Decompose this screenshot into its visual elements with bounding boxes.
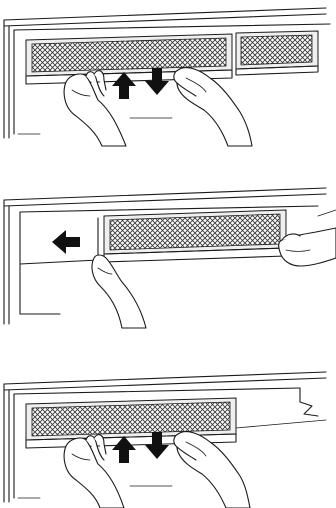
grease-filter-right bbox=[236, 31, 318, 75]
grease-filter bbox=[104, 210, 286, 262]
panel-step-1 bbox=[0, 0, 336, 150]
arrow-up-icon bbox=[112, 436, 136, 463]
arrow-left-icon bbox=[52, 230, 80, 254]
hand-icon bbox=[174, 68, 252, 146]
hand-icon bbox=[174, 432, 250, 508]
panel-step-2 bbox=[0, 178, 336, 333]
arrow-up-icon bbox=[112, 72, 136, 99]
hand-icon bbox=[279, 210, 336, 266]
hand-icon bbox=[92, 255, 146, 328]
panel-step-3 bbox=[0, 362, 336, 508]
